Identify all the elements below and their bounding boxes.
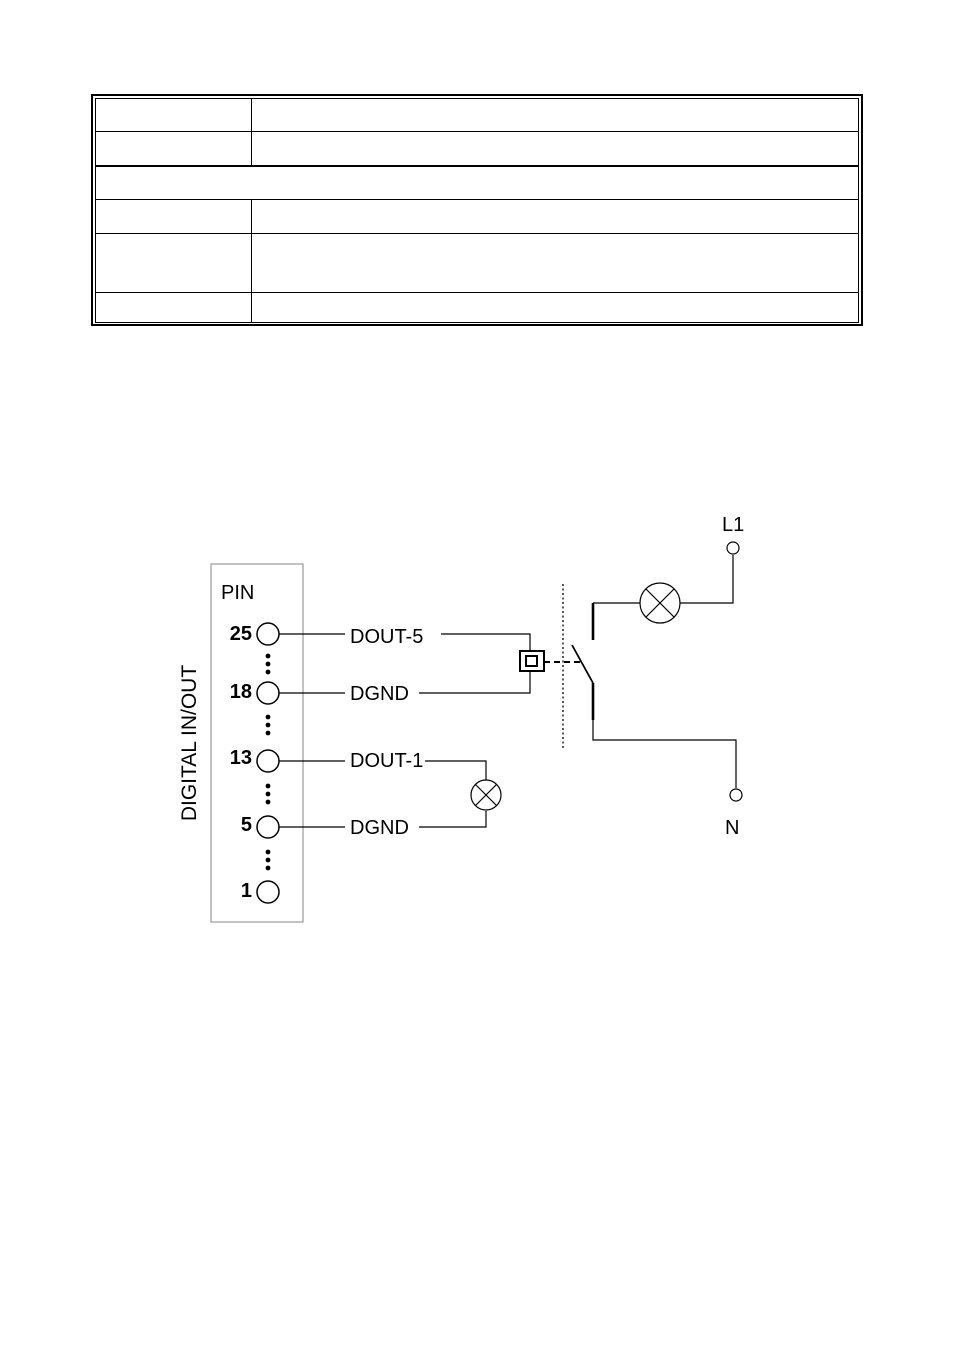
mains-wires — [592, 555, 737, 788]
pin-terminal — [256, 815, 280, 839]
signal-label: DGND — [350, 683, 409, 705]
table-row — [95, 292, 859, 323]
pin-wires — [279, 633, 345, 828]
table-cell — [251, 233, 859, 293]
signal-label: DOUT-1 — [350, 750, 423, 772]
lamp-icon — [470, 779, 502, 811]
table-row — [95, 233, 859, 293]
lamp-icon — [639, 582, 681, 624]
neutral-label: N — [725, 817, 739, 839]
pin-terminal — [256, 681, 280, 705]
pin-number: 1 — [241, 880, 252, 902]
pin-header: PIN — [221, 582, 254, 604]
relay-coil-inner — [525, 655, 538, 667]
signal-label: DOUT-5 — [350, 626, 423, 648]
connector-title: DIGITAL IN/OUT — [178, 665, 201, 822]
table-section-cell — [95, 165, 859, 200]
spec-table — [91, 94, 863, 326]
table-row — [95, 199, 859, 234]
pin-number: 18 — [230, 681, 252, 703]
pin-number: 13 — [230, 747, 252, 769]
l1-terminal — [726, 541, 740, 555]
connector-block — [210, 563, 304, 923]
table-row — [95, 98, 859, 132]
pin-number: 25 — [230, 623, 252, 645]
relay-coil-icon — [519, 650, 545, 672]
signal-label: DGND — [350, 817, 409, 839]
pin-terminal — [256, 622, 280, 646]
table-cell — [95, 233, 252, 293]
table-cell — [95, 199, 252, 234]
relay-coil-wires — [419, 633, 531, 694]
relay-contact — [571, 603, 595, 720]
n-terminal — [729, 788, 743, 802]
lamp-wires — [419, 760, 487, 828]
pin-terminal — [256, 880, 280, 904]
pin-number: 5 — [241, 814, 252, 836]
ellipsis-dots — [265, 653, 271, 871]
supply-line-label: L1 — [722, 514, 744, 536]
pin-terminal — [256, 749, 280, 773]
table-cell — [251, 292, 859, 323]
table-section-row — [95, 165, 859, 200]
